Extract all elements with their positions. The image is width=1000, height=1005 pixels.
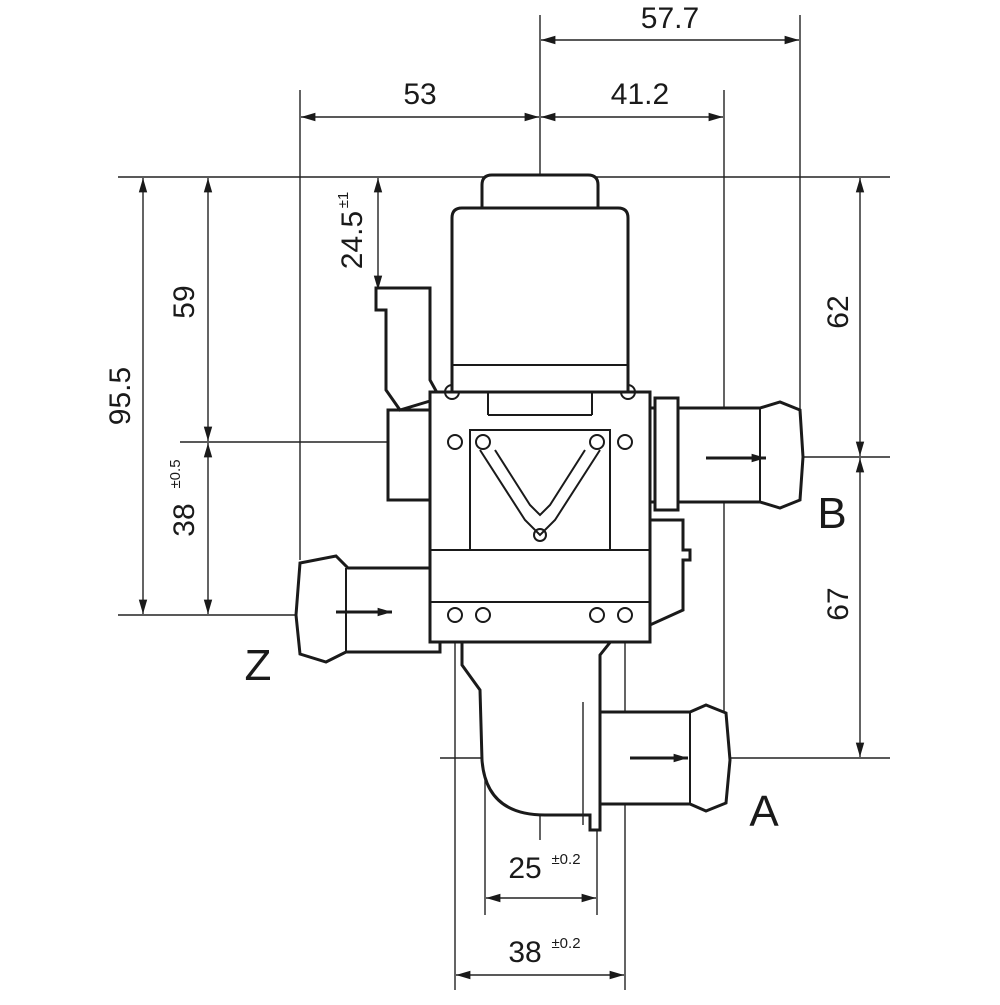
connector-housing (374, 286, 443, 412)
dimension-lines (138, 35, 865, 980)
left-block (386, 408, 432, 502)
main-body (428, 390, 652, 644)
port-labels: Z B A (245, 489, 847, 836)
port-label-z: Z (245, 641, 272, 690)
outlet-housing (460, 638, 616, 832)
dim-38-left: 38 (168, 503, 201, 536)
port-label-a: A (749, 787, 779, 836)
dim-38-left-tolerance: ±0.5 (167, 459, 184, 488)
dimension-labels: 57.7 53 41.2 24.5 ±1 59 95.5 38 ±0.5 62 … (104, 2, 855, 969)
dim-59: 59 (168, 285, 201, 318)
screw-holes (444, 384, 636, 623)
dim-53: 53 (403, 78, 436, 111)
dim-24-5-tolerance: ±1 (335, 192, 352, 209)
dim-24-5: 24.5 (336, 211, 369, 269)
dim-67: 67 (822, 587, 855, 620)
outlet-pipe-b (646, 400, 805, 510)
valve-body (294, 173, 805, 832)
port-label-b: B (817, 489, 846, 538)
actuator-motor (450, 206, 630, 394)
dim-95-5: 95.5 (104, 367, 137, 425)
actuator-cap (480, 173, 600, 210)
dim-41-2: 41.2 (611, 78, 669, 111)
side-bracket (646, 518, 692, 628)
dim-62: 62 (822, 295, 855, 328)
flow-arrows (336, 453, 766, 763)
dim-25-tolerance: ±0.2 (551, 851, 580, 868)
dim-25: 25 (508, 852, 541, 885)
dim-57-7: 57.7 (641, 2, 699, 35)
inlet-pipe-z (294, 554, 442, 664)
dim-38-bottom: 38 (508, 936, 541, 969)
dim-38-bottom-tolerance: ±0.2 (551, 935, 580, 952)
